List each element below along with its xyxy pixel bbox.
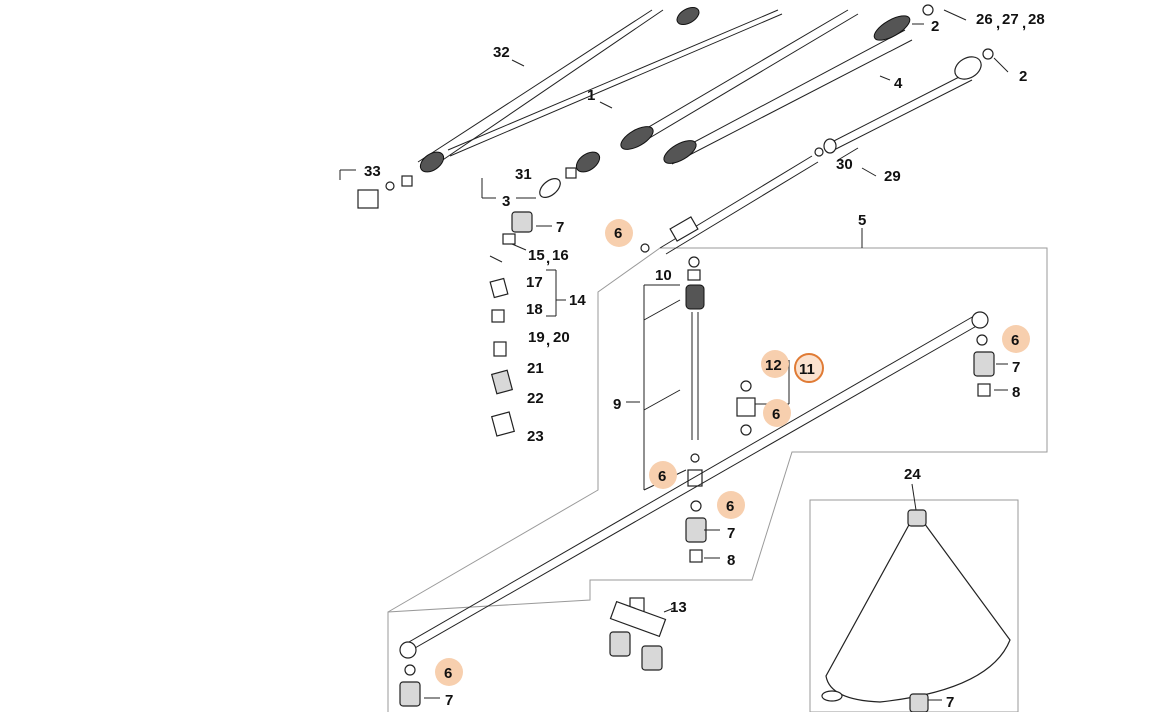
spray-boom [399,311,995,707]
label-12[interactable]: 12 [765,357,782,374]
comma-15-16: , [546,250,550,267]
label-6-tee-left[interactable]: 6 [658,468,666,485]
label-7-bottom[interactable]: 7 [946,694,954,711]
label-31[interactable]: 31 [515,166,532,183]
label-18[interactable]: 18 [526,301,543,318]
comma-27-28: , [1022,15,1026,32]
label-4[interactable]: 4 [894,75,903,92]
label-2-top[interactable]: 2 [931,18,939,35]
label-1[interactable]: 1 [587,87,595,104]
leader-lines [339,9,1009,701]
comma-26-27: , [996,15,1000,32]
label-8-right[interactable]: 8 [1012,384,1020,401]
label-21[interactable]: 21 [527,360,544,377]
label-6-right[interactable]: 6 [1011,332,1019,349]
label-7-center[interactable]: 7 [727,525,735,542]
label-19[interactable]: 19 [528,329,545,346]
label-15[interactable]: 15 [528,247,545,264]
comma-19-20: , [546,332,550,349]
label-3[interactable]: 3 [502,193,510,210]
label-22[interactable]: 22 [527,390,544,407]
label-7-right[interactable]: 7 [1012,359,1020,376]
label-8-center[interactable]: 8 [727,552,735,569]
label-9[interactable]: 9 [613,396,621,413]
label-6-tee-right[interactable]: 6 [726,498,734,515]
label-33[interactable]: 33 [364,163,381,180]
label-13[interactable]: 13 [670,599,687,616]
label-6-mid[interactable]: 6 [772,406,780,423]
label-14[interactable]: 14 [569,292,586,309]
label-7-upper[interactable]: 7 [556,219,564,236]
label-27[interactable]: 27 [1002,11,1019,28]
label-32[interactable]: 32 [493,44,510,61]
label-28[interactable]: 28 [1028,11,1045,28]
label-2-right[interactable]: 2 [1019,68,1027,85]
label-24[interactable]: 24 [904,466,921,483]
label-6-left[interactable]: 6 [444,665,452,682]
upper-fittings [357,4,994,255]
label-26[interactable]: 26 [976,11,993,28]
label-11[interactable]: 11 [799,361,815,378]
nozzle-parts-column [489,211,566,437]
part-labels: 32 1 2 26 , 27 , 28 2 4 33 31 3 30 29 7 … [364,11,1045,711]
label-10[interactable]: 10 [655,267,672,284]
vertical-lance [643,256,707,563]
highlight-markers [435,219,1030,686]
label-20[interactable]: 20 [553,329,570,346]
label-16[interactable]: 16 [552,247,569,264]
label-5[interactable]: 5 [858,212,866,229]
upper-lance-tubes [417,9,973,171]
shield-cone-24 [821,509,1011,712]
twin-nozzle-13 [609,597,667,671]
label-17[interactable]: 17 [526,274,543,291]
label-30[interactable]: 30 [836,156,853,173]
label-7-left[interactable]: 7 [445,692,453,709]
label-23[interactable]: 23 [527,428,544,445]
label-29[interactable]: 29 [884,168,901,185]
label-6-shaft[interactable]: 6 [614,225,622,242]
